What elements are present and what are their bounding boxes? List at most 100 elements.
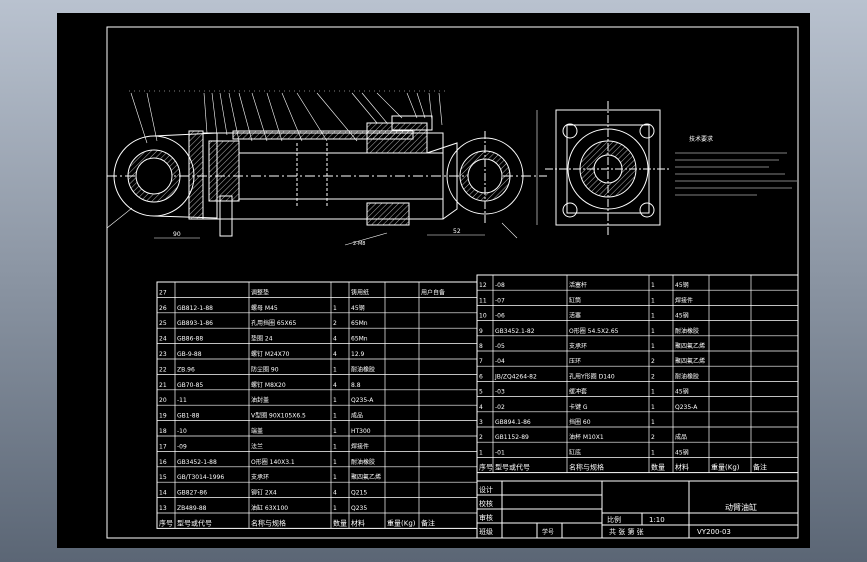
bom-row-cell: 45钢 bbox=[351, 304, 365, 312]
bom-row-cell: 耐油橡胶 bbox=[675, 327, 699, 335]
bom-header-cell: 重量(Kg) bbox=[387, 519, 416, 527]
bom-row-cell: 14 bbox=[159, 490, 167, 497]
leader-lines bbox=[129, 90, 447, 144]
bom-row-cell: GB-9-88 bbox=[177, 351, 202, 358]
bom-row-cell: -11 bbox=[177, 397, 187, 404]
bom-header-cell: 型号或代号 bbox=[495, 463, 530, 472]
bom-header-cell: 数量 bbox=[333, 518, 347, 527]
bom-row-cell: 缸底 bbox=[569, 448, 581, 456]
bom-row-cell: 1 bbox=[651, 419, 655, 426]
bom-row-cell: O形圈 140X3.1 bbox=[251, 458, 295, 466]
bom-row-cell: 26 bbox=[159, 305, 167, 312]
bom-row-cell: 5 bbox=[479, 389, 483, 396]
technical-requirements: 技术要求 bbox=[675, 135, 797, 196]
bom-row-cell: 2 bbox=[651, 373, 655, 380]
bom-row-cell: 成品 bbox=[675, 433, 687, 441]
bom-header-cell: 备注 bbox=[753, 463, 767, 472]
bom-row-cell: 65Mn bbox=[351, 336, 368, 343]
bolt-hole-4 bbox=[639, 202, 655, 218]
bom-row-cell: 1 bbox=[651, 343, 655, 350]
bom-row-cell: 7 bbox=[479, 358, 483, 365]
bom-row-cell: Q235-A bbox=[675, 404, 698, 411]
bom-row-cell: -08 bbox=[495, 282, 505, 289]
left-eye-pin bbox=[135, 157, 173, 195]
bom-row-cell: 15 bbox=[159, 474, 167, 481]
bom-row-cell: -09 bbox=[177, 443, 187, 450]
tb-scale-value: 1:10 bbox=[649, 516, 665, 524]
cylinder-main-view: 90 52 2-M8 bbox=[106, 90, 547, 247]
bom-row-cell: 聚四氟乙烯 bbox=[675, 357, 705, 365]
bom-right-frame bbox=[476, 274, 799, 474]
bom-row-cell: -05 bbox=[495, 343, 505, 350]
tb-scale-label: 比例 bbox=[607, 515, 621, 524]
bom-row-cell: 法兰 bbox=[251, 442, 263, 450]
bom-row-cell: 1 bbox=[333, 428, 337, 435]
bom-row-cell: 1 bbox=[651, 328, 655, 335]
bom-row-cell: GB827-86 bbox=[177, 490, 207, 497]
bom-row-cell: 2 bbox=[333, 320, 337, 327]
tb-label-class: 班级 bbox=[479, 527, 493, 536]
flange-end-view bbox=[536, 101, 671, 235]
bom-row-cell: 21 bbox=[159, 382, 167, 389]
bom-row-cell: Q215 bbox=[351, 490, 367, 497]
bom-row-cell: 1 bbox=[333, 366, 337, 373]
bom-row-cell: 1 bbox=[479, 449, 483, 456]
bom-row-cell: 油封盖 bbox=[251, 396, 269, 404]
dim-90: 90 bbox=[173, 231, 181, 238]
bom-row-cell: GB1152-89 bbox=[495, 434, 529, 441]
cylinder-bottom-flange bbox=[188, 130, 204, 220]
bom-row-cell: 6 bbox=[479, 373, 483, 380]
bom-row-cell: 16 bbox=[159, 459, 167, 466]
bom-row-cell: 23 bbox=[159, 351, 167, 358]
bom-row-cell: 1 bbox=[333, 305, 337, 312]
bom-row-cell: 9 bbox=[479, 328, 483, 335]
bom-row-cell: 防尘圈 90 bbox=[251, 365, 279, 373]
bom-header-cell: 重量(Kg) bbox=[711, 464, 740, 472]
bom-row-cell: 垫圈 24 bbox=[251, 335, 273, 343]
bom-header-cell: 材料 bbox=[675, 463, 689, 472]
bom-row-cell: 铸用纸 bbox=[351, 288, 369, 296]
bom-row-cell: 27 bbox=[159, 289, 167, 296]
bom-row-cell: 调整垫 bbox=[251, 288, 269, 296]
bom-row-cell: 活塞 bbox=[569, 312, 581, 320]
bom-row-cell: 1 bbox=[333, 459, 337, 466]
bom-row-cell: 3 bbox=[479, 419, 483, 426]
bom-row-cell: 4 bbox=[333, 336, 337, 343]
bom-row-cell: 用户自备 bbox=[421, 288, 445, 296]
bom-row-cell: 焊接件 bbox=[351, 442, 369, 450]
bom-row-cell: 1 bbox=[333, 397, 337, 404]
bom-row-cell: 缓冲套 bbox=[569, 388, 587, 396]
bom-row-cell: GB812-1-88 bbox=[177, 305, 213, 312]
bom-row-cell: 卡键 G bbox=[569, 403, 588, 411]
bom-row-cell: -07 bbox=[495, 297, 505, 304]
bom-header-cell: 序号 bbox=[479, 463, 493, 472]
dim-52: 52 bbox=[453, 228, 461, 235]
bom-row-cell: Q235 bbox=[351, 505, 367, 512]
bom-row-cell: 聚四氟乙烯 bbox=[351, 473, 381, 481]
bom-row-cell: Q235-A bbox=[351, 397, 374, 404]
bom-row-cell: 4 bbox=[479, 404, 483, 411]
bom-row-cell: 13 bbox=[159, 505, 167, 512]
bom-row-cell: 耐油橡胶 bbox=[351, 458, 375, 466]
bom-row-cell: GB70-85 bbox=[177, 382, 203, 389]
bom-row-cell: 4 bbox=[333, 351, 337, 358]
bom-row-cell: 65Mn bbox=[351, 320, 368, 327]
bom-row-cell: ZB489-88 bbox=[177, 505, 207, 512]
bom-row-cell: GB3452.1-82 bbox=[495, 328, 535, 335]
bom-row-cell: GB/T3014-1996 bbox=[177, 474, 224, 481]
bom-row-cell: -04 bbox=[495, 358, 505, 365]
bom-row-cell: 2 bbox=[651, 434, 655, 441]
tb-sheet-info: 共 张 第 张 bbox=[609, 527, 644, 536]
rod-end-taper bbox=[426, 142, 458, 220]
bom-row-cell: 1 bbox=[651, 297, 655, 304]
bom-row-cell: O形圈 54.5X2.65 bbox=[569, 327, 619, 335]
piston-seal bbox=[219, 195, 233, 237]
bom-row-cell: -06 bbox=[495, 313, 505, 320]
bom-row-cell: 11 bbox=[479, 297, 487, 304]
tb-drawing-no: VY200-03 bbox=[697, 528, 731, 536]
bom-row-cell: 17 bbox=[159, 443, 167, 450]
bom-row-cell: 1 bbox=[333, 474, 337, 481]
bom-row-cell: JB/ZQ4264-82 bbox=[494, 373, 537, 380]
bom-row-cell: 1 bbox=[651, 404, 655, 411]
